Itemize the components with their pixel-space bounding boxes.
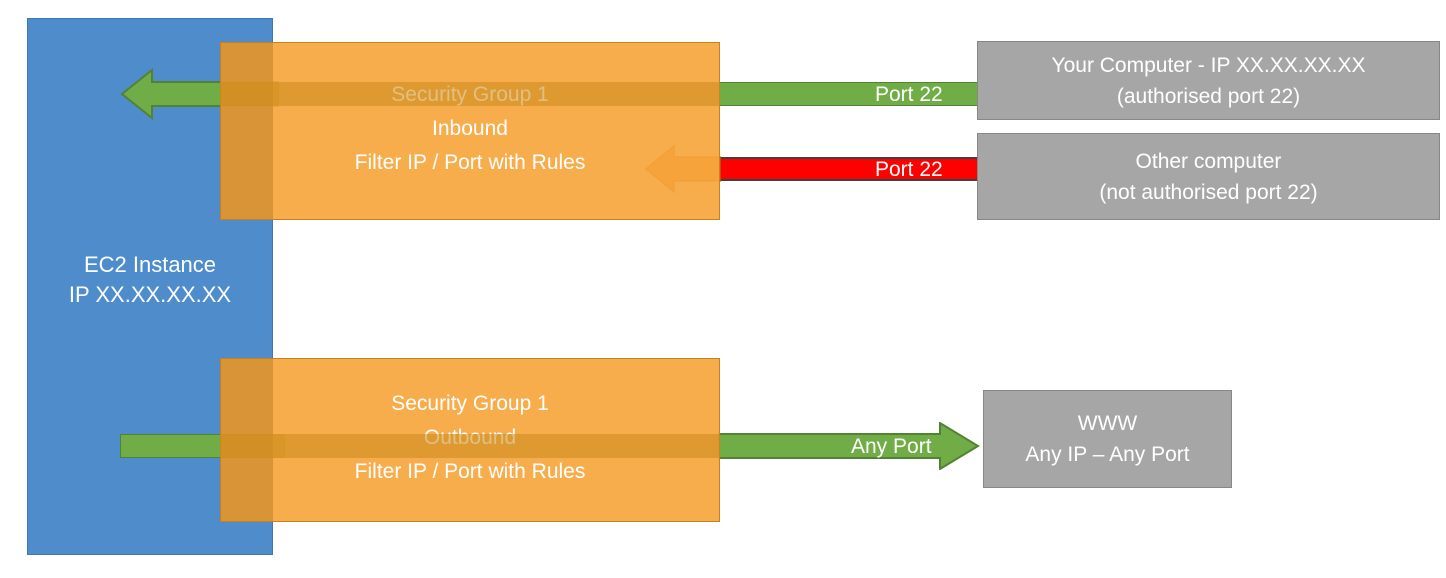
www-line1: WWW — [1077, 412, 1138, 435]
other-computer-text: Other computer (not authorised port 22) — [1099, 146, 1317, 208]
allowed-outbound-arrow-icon — [718, 422, 980, 470]
www-text: WWW Any IP – Any Port — [1025, 408, 1189, 470]
external-other-computer-box: Other computer (not authorised port 22) — [977, 133, 1440, 220]
blocked-inbound-bar — [720, 157, 978, 181]
sg-inbound-rule: Filter IP / Port with Rules — [354, 151, 586, 174]
your-computer-line2: (authorised port 22) — [1116, 84, 1301, 108]
sg-outbound-direction: Outbound — [423, 426, 517, 449]
external-www-box: WWW Any IP – Any Port — [983, 390, 1232, 488]
security-group-inbound-box: Security Group 1 Inbound Filter IP / Por… — [220, 42, 720, 220]
sg-outbound-rule: Filter IP / Port with Rules — [354, 460, 586, 483]
security-group-outbound-text: Security Group 1 Outbound Filter IP / Po… — [221, 387, 719, 489]
www-line2: Any IP – Any Port — [1025, 443, 1190, 466]
other-computer-line2: (not authorised port 22) — [1099, 180, 1318, 204]
sg-inbound-direction: Inbound — [432, 117, 508, 140]
sg-outbound-title: Security Group 1 — [391, 392, 549, 415]
security-group-outbound-box: Security Group 1 Outbound Filter IP / Po… — [220, 358, 720, 522]
other-computer-line1: Other computer — [1135, 149, 1282, 173]
external-your-computer-box: Your Computer - IP XX.XX.XX.XX (authoris… — [977, 41, 1440, 120]
your-computer-text: Your Computer - IP XX.XX.XX.XX (authoris… — [1052, 50, 1366, 112]
sg-inbound-title: Security Group 1 — [391, 83, 549, 106]
security-group-inbound-text: Security Group 1 Inbound Filter IP / Por… — [221, 78, 719, 180]
your-computer-line1: Your Computer - IP XX.XX.XX.XX — [1051, 53, 1366, 77]
allowed-inbound-bar — [720, 82, 978, 106]
